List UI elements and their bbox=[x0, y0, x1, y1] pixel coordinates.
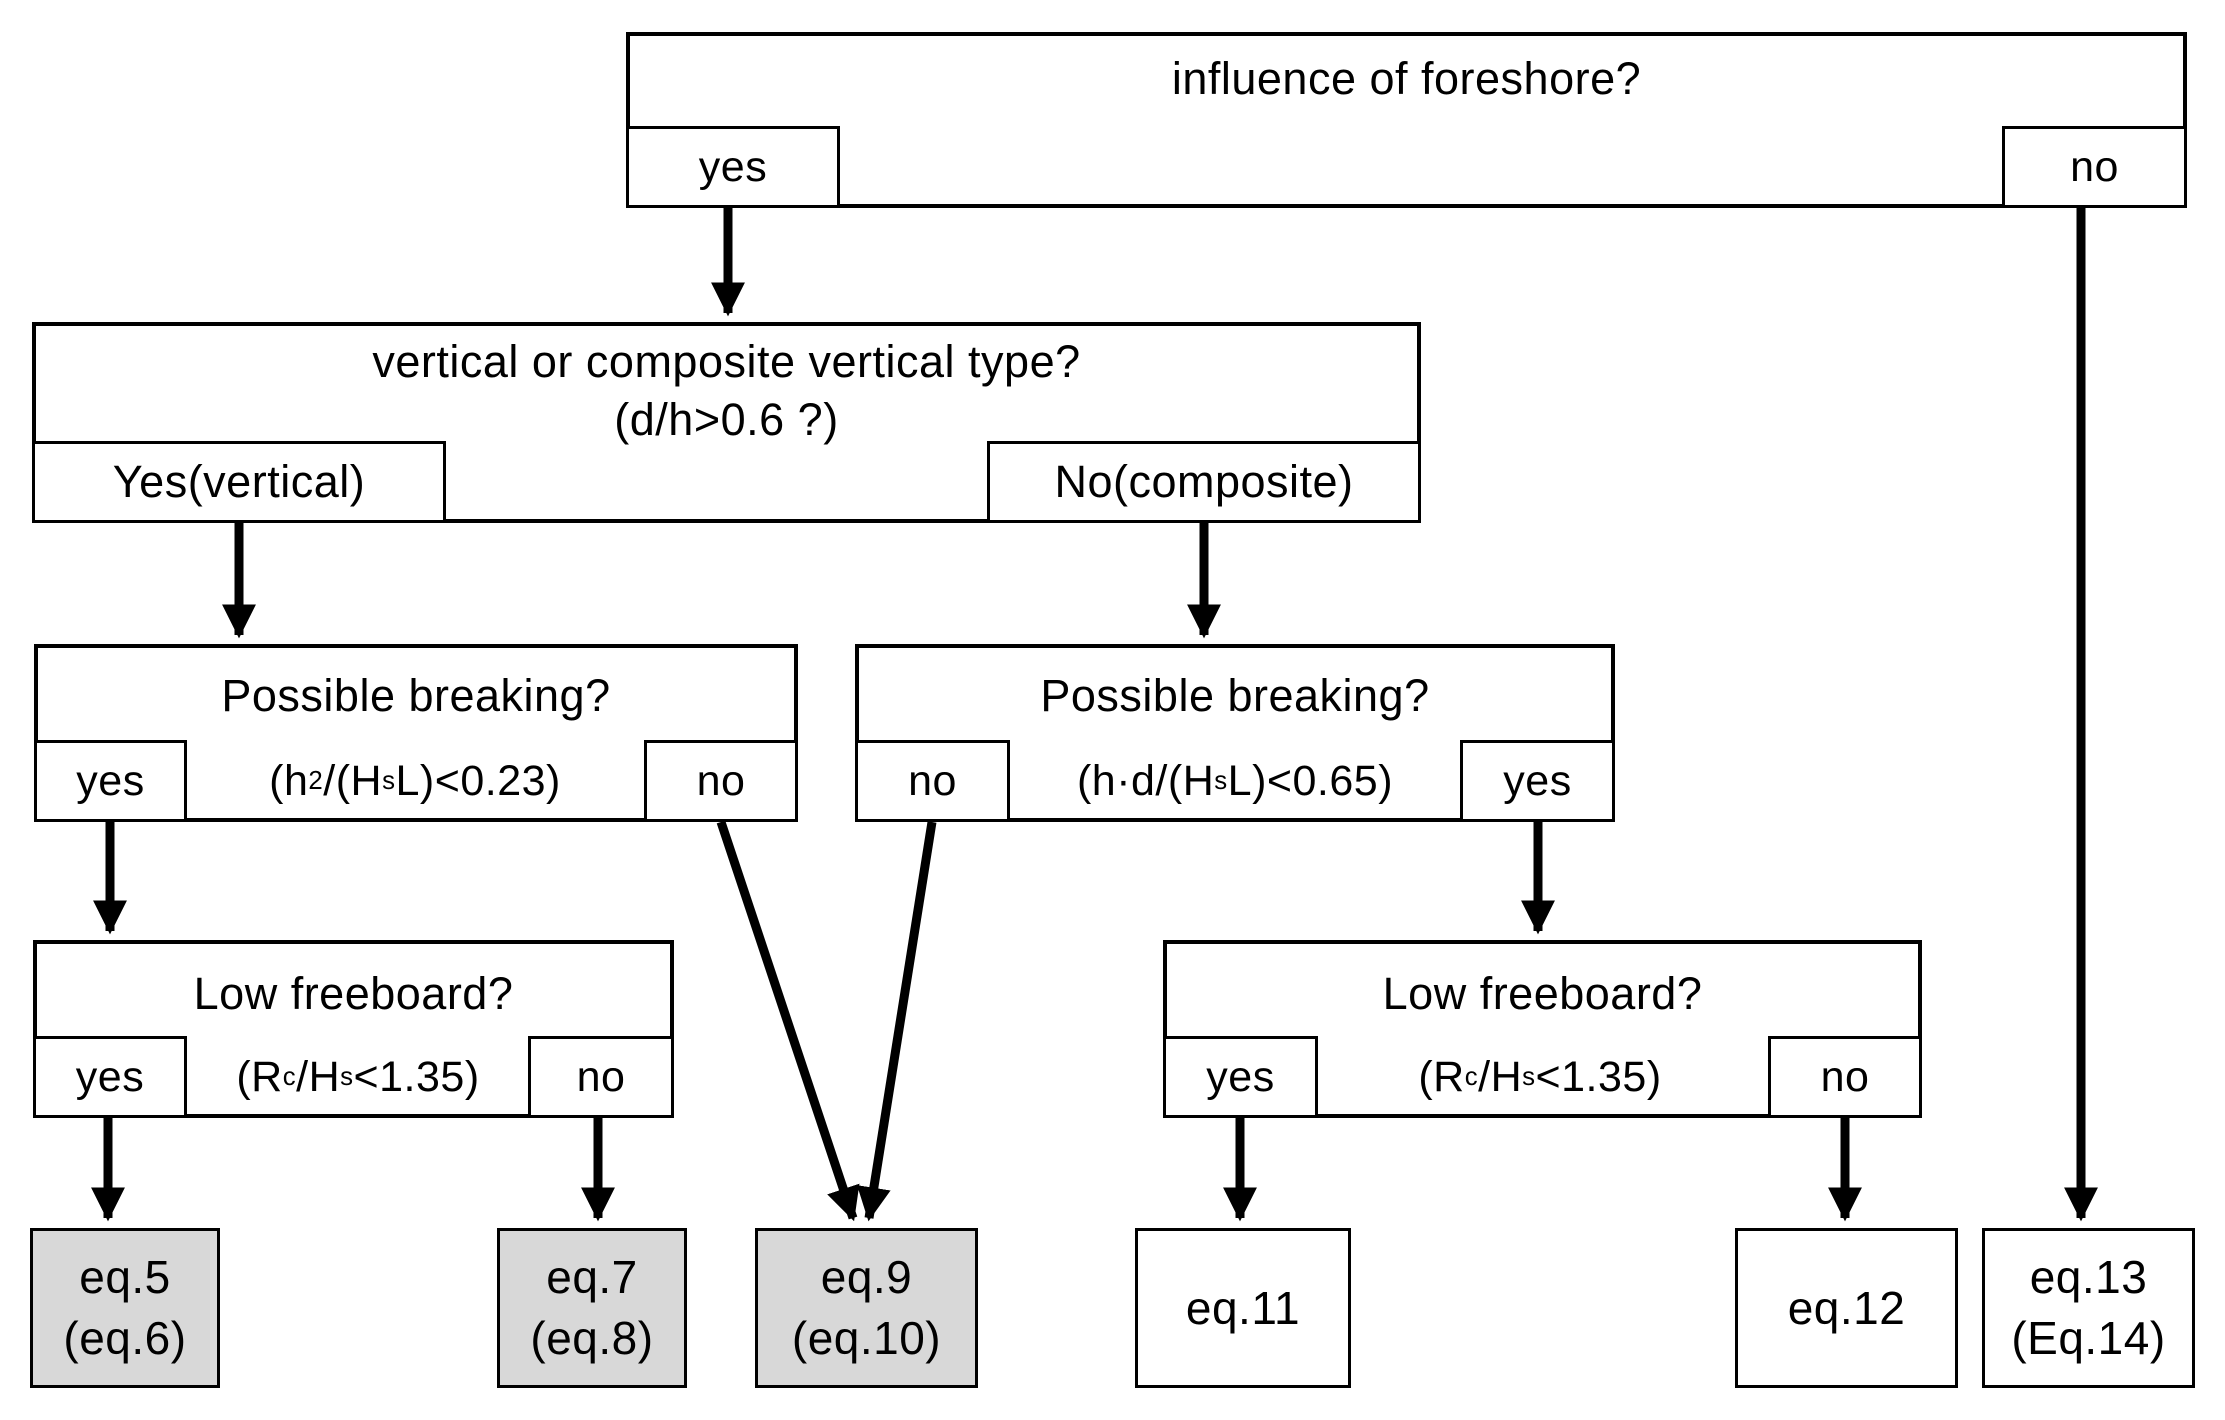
breaking-right-option-no: no bbox=[855, 740, 1010, 822]
result-eq9: eq.9 (eq.10) bbox=[755, 1228, 978, 1388]
result-eq12: eq.12 bbox=[1735, 1228, 1958, 1388]
freeboard-left-option-yes: yes bbox=[33, 1036, 187, 1118]
breaking-left-question: Possible breaking? bbox=[221, 670, 611, 722]
breaking-right-option-yes: yes bbox=[1460, 740, 1615, 822]
foreshore-question-text: influence of foreshore? bbox=[1171, 53, 1642, 105]
wall-type-question-text: vertical or composite vertical type? bbox=[372, 336, 1081, 388]
breaking-right-question: Possible breaking? bbox=[1040, 670, 1430, 722]
foreshore-option-no: no bbox=[2002, 126, 2187, 208]
result-eq7: eq.7 (eq.8) bbox=[497, 1228, 687, 1388]
foreshore-question: influence of foreshore? bbox=[626, 32, 2187, 126]
result-eq11: eq.11 bbox=[1135, 1228, 1351, 1388]
breaking-left-option-no: no bbox=[644, 740, 798, 822]
result-eq5: eq.5 (eq.6) bbox=[30, 1228, 220, 1388]
foreshore-option-yes: yes bbox=[626, 126, 840, 208]
wall-type-condition-text: (d/h>0.6 ?) bbox=[614, 394, 839, 445]
wall-type-question: vertical or composite vertical type? (d/… bbox=[32, 328, 1421, 454]
freeboard-left-option-no: no bbox=[528, 1036, 674, 1118]
decision-foreshore bbox=[626, 32, 2187, 208]
freeboard-right-option-no: no bbox=[1768, 1036, 1922, 1118]
wall-type-option-yes-vertical: Yes(vertical) bbox=[32, 441, 446, 523]
freeboard-left-question: Low freeboard? bbox=[193, 968, 514, 1020]
result-eq13: eq.13 (Eq.14) bbox=[1982, 1228, 2195, 1388]
freeboard-right-question: Low freeboard? bbox=[1382, 968, 1703, 1020]
freeboard-right-option-yes: yes bbox=[1163, 1036, 1318, 1118]
breaking-left-option-yes: yes bbox=[34, 740, 187, 822]
wall-type-option-no-composite: No(composite) bbox=[987, 441, 1421, 523]
